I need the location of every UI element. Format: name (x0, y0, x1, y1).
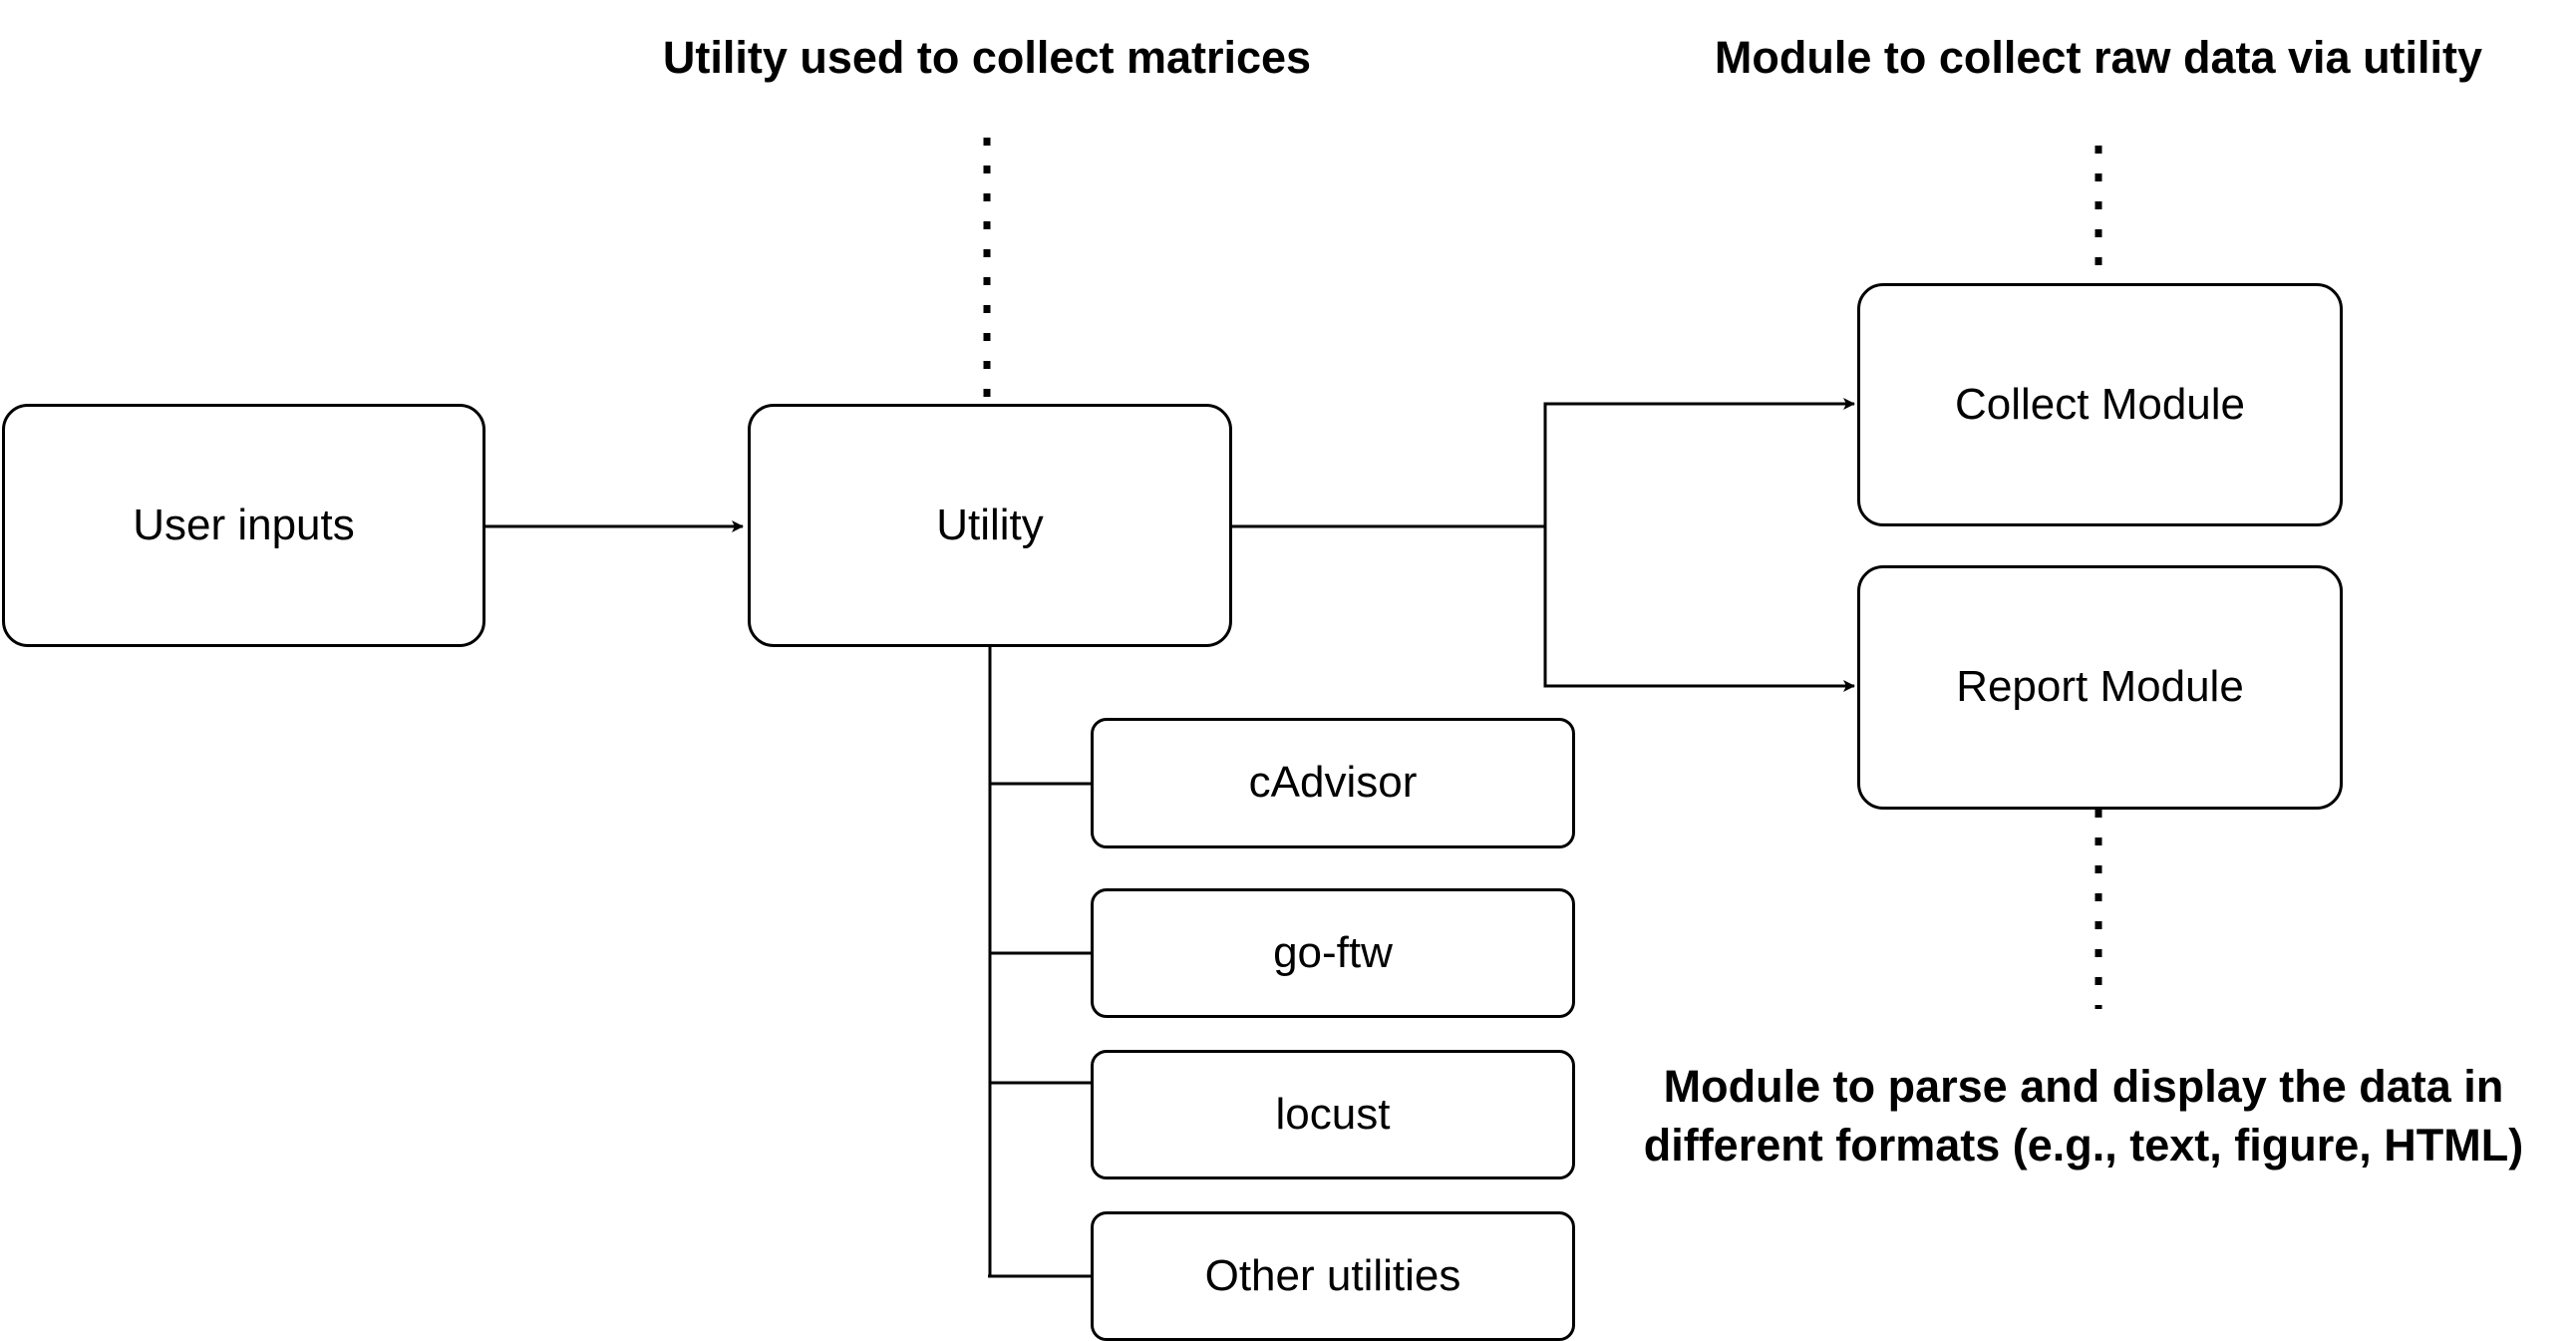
report-heading-line-1: Module to parse and display the data in (1663, 1061, 2504, 1112)
utility-node: Utility (748, 404, 1232, 647)
other-utilities-node: Other utilities (1091, 1211, 1575, 1341)
arrow-utility-to-report (1543, 526, 1855, 692)
user-inputs-label: User inputs (133, 500, 355, 549)
go-ftw-label: go-ftw (1273, 927, 1393, 977)
other-utilities-label: Other utilities (1204, 1250, 1461, 1300)
report-module-label: Report Module (1956, 662, 2244, 712)
locust-node: locust (1091, 1050, 1575, 1179)
go-ftw-node: go-ftw (1091, 888, 1575, 1018)
arrow-utility-to-collect (1232, 398, 1855, 528)
report-heading-line-2: different formats (e.g., text, figure, H… (1643, 1120, 2524, 1172)
utility-heading: Utility used to collect matrices (662, 32, 1312, 83)
collect-module-label: Collect Module (1954, 379, 2246, 429)
collect-module-node: Collect Module (1857, 283, 2343, 526)
utility-label: Utility (936, 500, 1044, 549)
report-module-node: Report Module (1857, 565, 2343, 810)
collect-heading: Module to collect raw data via utility (1714, 32, 2483, 83)
user-inputs-node: User inputs (2, 404, 485, 647)
cadvisor-node: cAdvisor (1091, 718, 1575, 848)
report-heading: Module to parse and display the data in … (1605, 1057, 2562, 1175)
locust-label: locust (1275, 1089, 1391, 1139)
cadvisor-label: cAdvisor (1248, 758, 1418, 808)
